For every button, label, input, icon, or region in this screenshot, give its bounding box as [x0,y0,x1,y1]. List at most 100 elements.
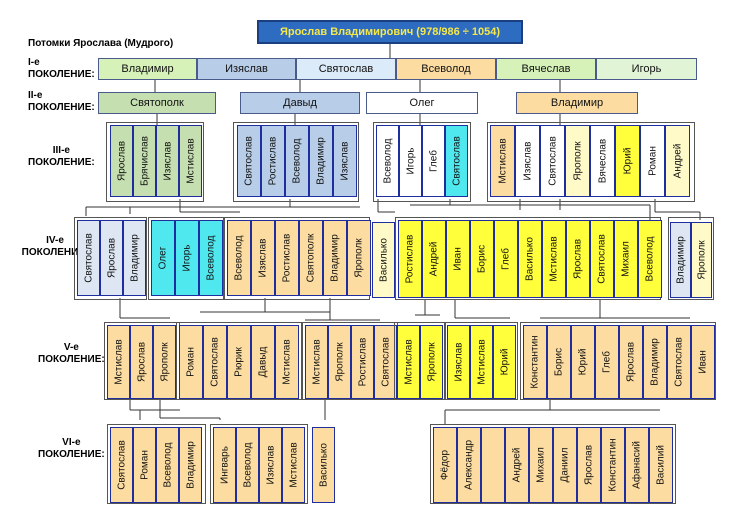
diagram-title: Ярослав Владимирович (978/986 ÷ 1054) [257,20,523,44]
gen4-e-7: Мстислав [542,220,566,298]
gen3-davyd-2: Ростислав [261,125,285,197]
person-name: Константин [607,438,619,492]
gen3-svyatopolk-4: Мстислав [179,125,202,197]
gen3-oleg-1: Всеволод [376,125,399,197]
person-name: Фёдор [439,449,451,481]
gen3-davyd-4: Владимир [309,125,333,197]
gen6-d-6: Даниил [553,427,577,503]
gen3-oleg-3: Глеб [422,125,445,197]
gen4-b-1: Олег [151,220,175,296]
person-name: Владимир [329,234,341,282]
person-name: Изяслав [162,141,173,181]
generation-word: ПОКОЛЕНИЕ: [28,102,95,113]
person-name: Борис [476,244,488,274]
gen5-c-1: Мстислав [305,325,328,399]
diagram-subtitle: Потомки Ярослава (Мудрого) [28,38,174,49]
gen3-vladimir-8: Андрей [665,125,690,197]
gen3-davyd-5: Изяслав [333,125,357,197]
gen4-e-10: Михаил [614,220,638,298]
person-name: Ростислав [267,136,279,186]
person-name: Ростислав [404,234,416,284]
gen5-a-1: Мстислав [107,325,130,399]
generation-word: ПОКОЛЕНИЕ: [38,354,105,365]
person-name: Владимир [675,236,686,284]
gen5-f-2: Борис [547,325,571,399]
gen6-d-3 [481,427,505,503]
person-name: Изяслав [522,141,533,181]
generation-word: ПОКОЛЕНИЕ: [28,69,95,80]
gen5-f-8: Иван [691,325,715,399]
gen5-a-2: Ярослав [130,325,153,399]
gen5-c-4: Святослав [374,325,397,399]
person-name: Глеб [500,248,512,270]
gen3-group-svyatopolk [106,122,204,202]
gen5-e-3: Юрий [493,325,516,399]
gen5-a-3: Ярополк [153,325,176,399]
person-name: Ярослав [136,341,147,383]
generation-label-6: VI-е ПОКОЛЕНИЕ: [38,437,105,461]
person-name: Андрей [511,447,523,483]
gen6-a-4: Владимир [179,427,202,503]
gen3-davyd-3: Всеволод [285,125,309,197]
gen2-grandson-2: Давыд [240,92,360,114]
person-name: Василько [318,443,329,487]
gen4-c-4: Святополк [299,220,323,296]
gen5-f-1: Константин [523,325,547,399]
person-name: Иван [697,350,709,374]
gen6-d-8: Константин [601,427,625,503]
gen3-vladimir-6: Юрий [615,125,640,197]
gen5-f-7: Святослав [667,325,691,399]
gen2-grandson-4: Владимир [516,92,638,114]
gen1-son-1: Владимир [98,58,197,80]
gen4-c-2: Изяслав [251,220,275,296]
gen5-b-2: Святослав [203,325,227,399]
gen2-grandson-1: Святополк [98,92,216,114]
person-name: Андрей [428,241,440,277]
gen4-group-f [668,217,714,300]
person-name: Ярополк [353,238,365,278]
gen2-grandson-3: Олег [366,92,478,114]
person-name: Роман [139,450,150,480]
gen4-e-8: Ярослав [566,220,590,298]
gen4-d-1: Василько [372,222,395,298]
gen4-b-2: Игорь [175,220,199,296]
generation-label-4: IV-е ПОКОЛЕНИЕ: [20,235,90,259]
gen6-group-a [107,424,206,504]
person-name: Александр [463,439,475,491]
gen6-group-d [430,424,676,504]
gen1-son-4: Всеволод [396,58,496,80]
gen4-e-1: Ростислав [398,220,422,298]
person-name: Роман [647,146,658,176]
person-name: Всеволод [644,236,656,282]
gen3-vladimir-1: Мстислав [490,125,515,197]
person-name: Игорь [181,244,193,272]
gen5-group-d [394,322,446,400]
gen4-b-3: Всеволод [199,220,223,296]
gen3-oleg-4: Святослав [445,125,468,197]
gen4-e-6: Василько [518,220,542,298]
gen4-c-6: Ярополк [347,220,371,296]
person-name: Всеволод [205,235,217,281]
person-name: Юрий [577,348,589,376]
person-name: Мстислав [548,236,560,282]
person-name: Мстислав [476,339,487,385]
gen6-a-2: Роман [133,427,156,503]
generation-word: ПОКОЛЕНИЕ: [21,247,89,258]
person-name: Мстислав [311,339,322,385]
gen5-f-3: Юрий [571,325,595,399]
gen3-vladimir-3: Святослав [540,125,565,197]
gen3-vladimir-5: Вячеслав [590,125,615,197]
person-name: Василько [378,238,389,282]
gen4-a-2: Ярослав [100,220,123,296]
gen5-group-f [520,322,716,400]
person-name: Ярослав [116,140,127,182]
person-name: Мстислав [113,339,124,385]
person-name: Вячеслав [597,138,608,184]
gen1-son-5: Вячеслав [496,58,596,80]
generation-number: VI-е [62,437,81,448]
person-name: Ингварь [219,446,230,484]
person-name: Мстислав [185,138,196,184]
gen1-son-3: Святослав [296,58,396,80]
person-name: Ярополк [159,342,170,382]
